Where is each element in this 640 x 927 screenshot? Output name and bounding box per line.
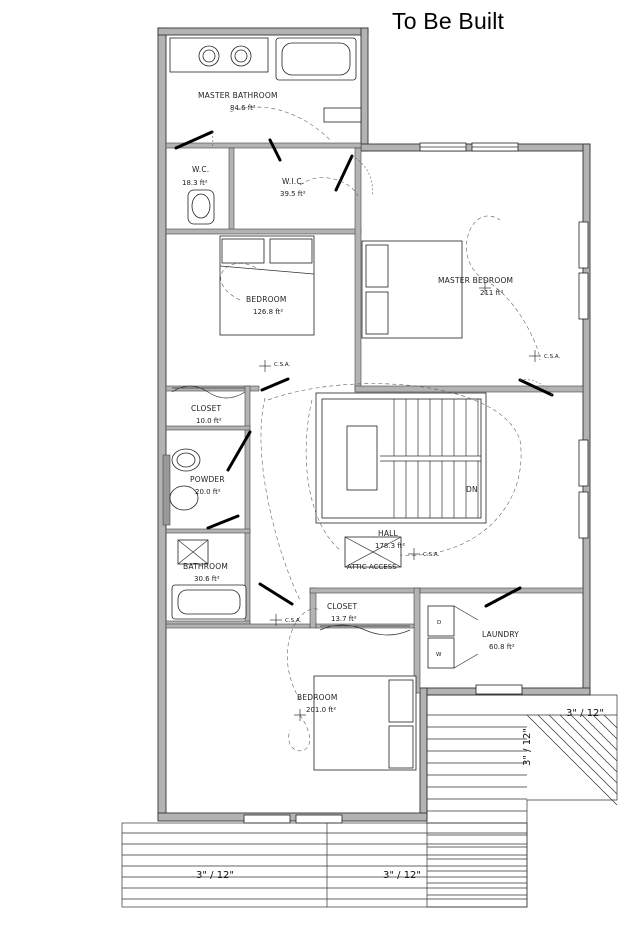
staircase [315,392,487,524]
electrical-wiring [220,106,541,752]
bed-bedroom-2 [313,675,417,771]
room-area: 30.6 ft² [194,575,220,583]
doors [174,130,554,608]
ceiling-fixtures [259,282,541,721]
interior-walls [162,142,584,694]
roof-hatch-line [548,714,618,784]
room-name: MASTER BEDROOM [438,276,513,285]
room-name: CLOSET [191,404,222,413]
room-area: 60.8 ft² [489,643,515,651]
roof-hatch-line [526,714,618,806]
attic-access-hatch [344,536,402,568]
roof-slope-label: 3" / 12" [383,870,421,881]
bed-master [361,240,463,339]
master-bath-fixtures [169,37,362,123]
roof-slope-label: 3" / 12" [196,870,234,881]
roof-bottom [121,822,528,908]
room-name: W.C. [192,165,209,174]
room-area: 20.0 ft² [195,488,221,496]
roof-hatch-line [603,714,618,729]
roof-hatch-line [537,714,618,795]
room-area: 10.0 ft² [196,417,222,425]
room-area: 84.6 ft² [230,104,256,112]
room-name: BEDROOM [246,295,287,304]
room-area: 211 ft² [480,289,504,297]
room-area: 13.7 ft² [331,615,357,623]
closet-shelves [171,385,411,636]
roof-slope-label: 3" / 12" [522,728,533,766]
roof-hatch-line [581,714,618,751]
bed-bedroom [219,235,315,336]
washer-label: W [436,652,442,658]
room-name: BATHROOM [183,562,228,571]
roof-right [426,694,618,908]
roof-slope-label: 3" / 12" [566,708,604,719]
room-labels: MASTER BATHROOM 84.6 ft² W.C. 18.3 ft² W… [182,91,519,714]
roof-hatch-line [570,714,618,762]
dryer-label: D [437,620,441,626]
sensor-label: C.S.A. [285,618,301,624]
room-name: BEDROOM [297,693,338,702]
room-area: 201.0 ft² [306,706,336,714]
roof-hatch-line [592,714,618,740]
room-name: HALL [378,529,399,538]
room-area: 178.3 ft² [375,542,405,550]
sensor-label: C.S.A. [423,552,439,558]
sensor-label: C.S.A. [274,362,290,368]
roof-slope-labels: 3" / 12" 3" / 12" 3" / 12" 3" / 12" [196,708,604,881]
plan-title: To Be Built [392,8,505,34]
room-name: MASTER BATHROOM [198,91,278,100]
windows [243,142,589,824]
laundry-appliances: D W [427,605,479,669]
wc-fixtures [187,189,215,225]
room-area: 126.8 ft² [253,308,283,316]
room-name: LAUNDRY [482,630,519,639]
powder-fixtures [169,448,201,511]
bathroom-fixtures [171,539,247,620]
room-name: POWDER [190,475,225,484]
room-name: CLOSET [327,602,358,611]
room-area: 18.3 ft² [182,179,208,187]
room-area: 39.5 ft² [280,190,306,198]
roof-hatch-line [559,714,618,773]
room-name: W.I.C. [282,177,304,186]
misc-labels: DN ATTIC ACCESS C.S.A. C.S.A. C.S.A. C.S… [274,354,560,624]
stairs-direction-label: DN [466,485,478,494]
attic-access-label: ATTIC ACCESS [347,563,397,571]
sensor-label: C.S.A. [544,354,560,360]
